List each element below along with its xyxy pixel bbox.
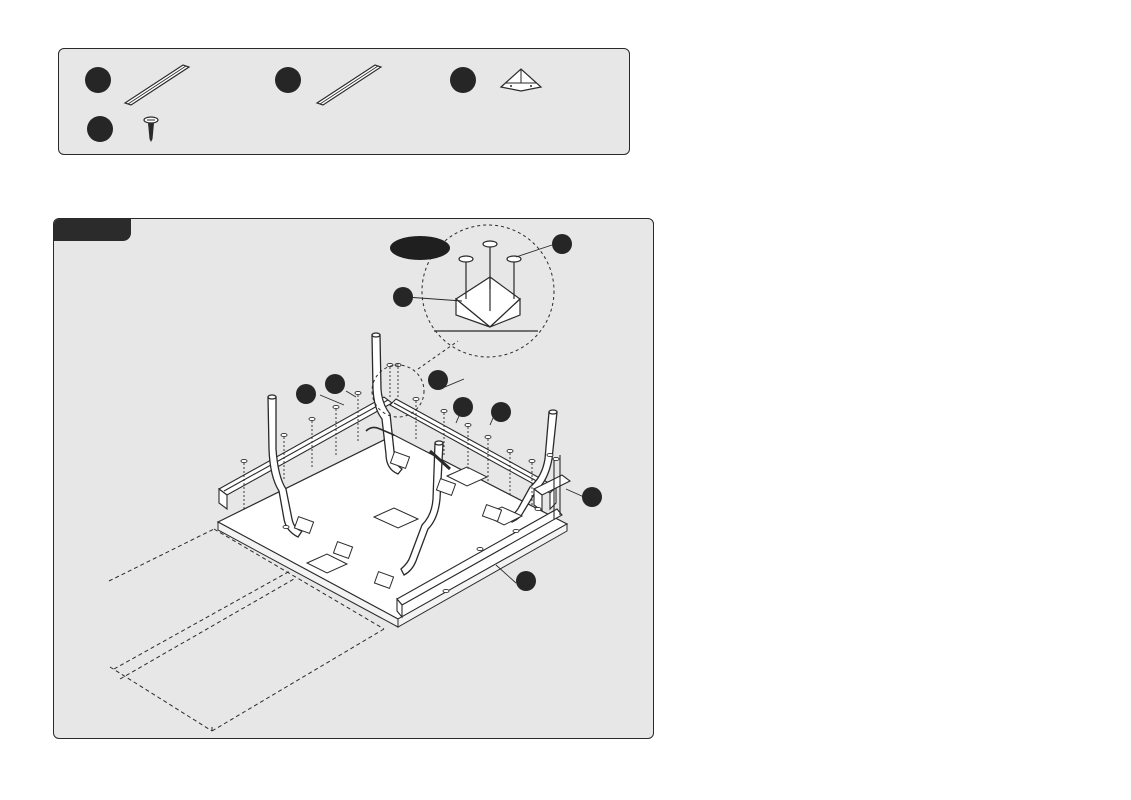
corner-bracket-icon	[499, 68, 543, 92]
marker-corner-block	[582, 487, 602, 507]
screws	[240, 362, 560, 594]
hinge-plates	[293, 450, 524, 590]
corner-block	[532, 455, 572, 519]
part-marker-screw	[87, 116, 113, 142]
marker-bracket	[428, 370, 448, 390]
step-tab	[54, 219, 131, 241]
detail-callout-badge	[390, 236, 450, 260]
marker-screw-left	[296, 384, 316, 404]
detail-screws	[458, 240, 522, 299]
front-right-rail	[396, 508, 563, 619]
part-marker-rail-b	[275, 67, 301, 93]
callout-markers	[296, 234, 602, 591]
part-marker-corner-bracket	[450, 67, 476, 93]
screw-icon	[143, 116, 159, 142]
base-panel	[216, 434, 569, 628]
marker-screw-right	[491, 402, 511, 422]
detail-corner-bracket	[434, 276, 538, 332]
rail-icon	[315, 64, 383, 106]
assembly-diagram	[108, 224, 602, 732]
marker-detail-bracket	[393, 287, 413, 307]
rail-icon	[123, 64, 191, 106]
parts-panel	[58, 48, 630, 155]
detail-circle-large	[421, 224, 555, 358]
part-marker-rail-a	[85, 67, 111, 93]
marker-base-panel	[516, 571, 536, 591]
dashed-outline	[108, 528, 385, 732]
marker-rail-right	[453, 397, 473, 417]
assembly-step-panel	[53, 218, 654, 739]
detail-circle-small	[371, 364, 425, 418]
marker-rail-left	[325, 374, 345, 394]
marker-detail-screw	[552, 234, 572, 254]
